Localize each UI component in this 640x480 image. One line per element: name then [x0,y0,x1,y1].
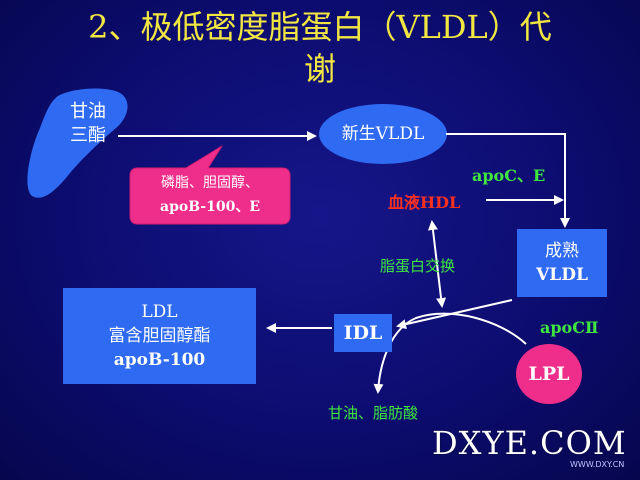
lpl-label: LPL [528,363,570,385]
idl-label: IDL [343,322,383,344]
nascent-vldl-label: 新生VLDL [341,124,425,144]
lipoprotein-exchange-label: 脂蛋白交换 [380,257,456,275]
apoce-label: apoC、E [472,166,546,185]
watermark-url: WWW.DXY.CN [570,460,625,469]
arrow-exchange [427,220,447,308]
idl-box: IDL [334,314,392,352]
mature-vldl-line-1: 成熟 [545,241,579,261]
liver-label-line-1: 甘油 [70,101,106,122]
ldl-line-2: 富含胆固醇酯 [108,326,211,346]
callout-text: 磷脂、胆固醇、 apoB-100、E [130,171,290,219]
blood-hdl-label: 血液HDL [388,193,461,212]
ldl-box: LDL 富含胆固醇酯 apoB-100 [63,288,256,384]
products-label: 甘油、脂肪酸 [328,404,419,422]
ldl-line-3: apoB-100 [113,350,206,370]
nascent-vldl-ellipse [319,104,447,164]
callout-line-1: 磷脂、胆固醇、 [161,175,259,191]
mature-vldl-box: 成熟 VLDL [517,229,607,297]
title-line-2: 谢 [303,50,336,88]
ldl-line-1: LDL [141,302,178,322]
curve-products [373,312,527,394]
title-line-1: 2、极低密度脂蛋白（VLDL）代 [88,8,552,46]
liver-label-line-2: 三酯 [70,125,106,146]
lpl-circle [516,344,582,404]
page-title: 2、极低密度脂蛋白（VLDL）代 谢 [0,6,640,90]
liver-shape [27,88,128,198]
apoc2-label: apoCⅡ [540,318,599,337]
arrow-nascent-to-mature [446,133,570,228]
callout-line-2: apoB-100、E [160,199,260,215]
watermark: DXYE.COM [432,424,627,462]
line-mature-to-idl [396,299,513,330]
mature-vldl-line-2: VLDL [536,265,588,285]
liver-label: 甘油 三酯 [58,100,118,148]
callout-shape [129,145,291,225]
